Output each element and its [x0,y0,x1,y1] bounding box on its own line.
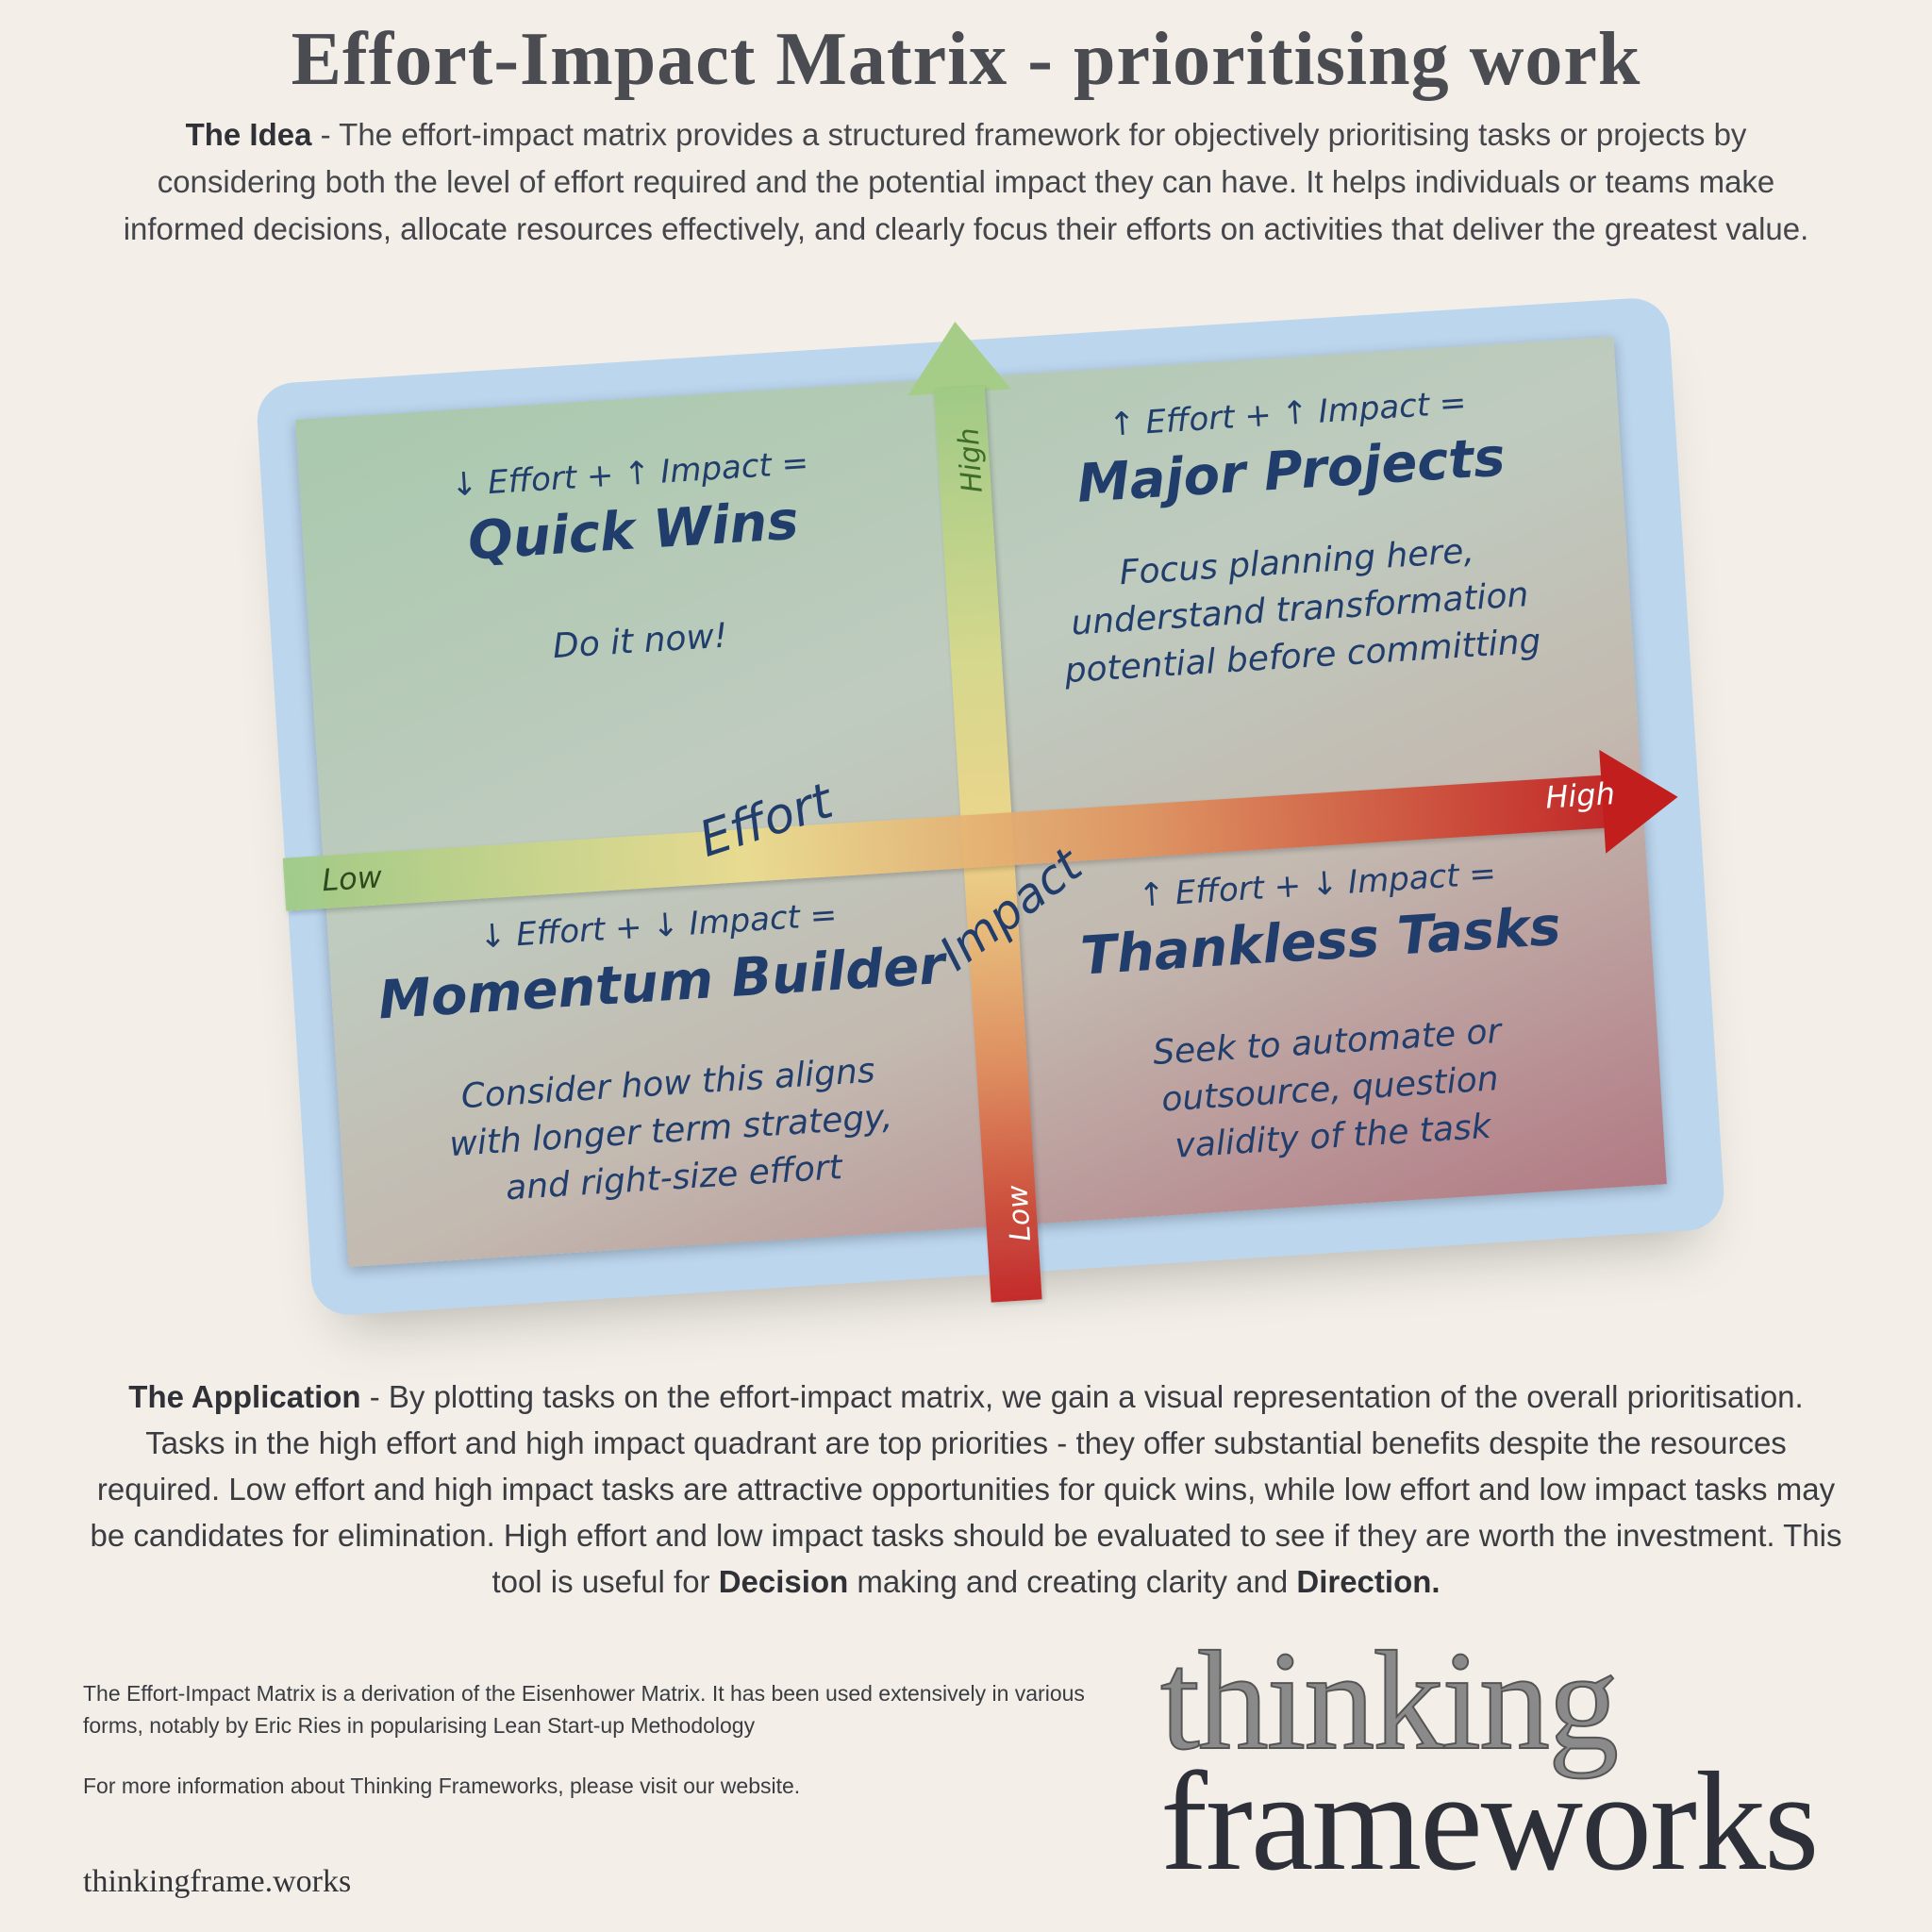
arrow-up-icon [903,318,1011,396]
application-text: - By plotting tasks on the effort-impact… [90,1379,1842,1599]
effort-low-label: Low [321,858,383,899]
application-paragraph: The Application - By plotting tasks on t… [85,1374,1847,1605]
impact-low-label: Low [1001,1184,1038,1242]
derivation-note: The Effort-Impact Matrix is a derivation… [83,1681,1085,1738]
quadrant-quick-wins: ↓ Effort + ↑ Impact = Quick Wins Do it n… [295,378,981,843]
quadrant-description: Do it now! [551,616,729,667]
application-text-mid: making and creating clarity and [848,1564,1297,1599]
quadrant-description: Seek to automate or outsource, question … [1151,1011,1503,1166]
page-title: Effort-Impact Matrix - prioritising work [291,18,1641,101]
effort-high-label: High [1544,775,1616,816]
logo-line-frameworks: frameworks [1160,1742,1819,1900]
thinking-frameworks-logo: thinking frameworks [1159,1623,1840,1900]
idea-text: - The effort-impact matrix provides a st… [123,117,1809,246]
quadrant-major-projects: ↑ Effort + ↑ Impact = Major Projects Foc… [955,337,1641,802]
impact-high-label: High [952,426,990,494]
website-link[interactable]: thinkingframe.works [83,1864,352,1899]
more-info-text: For more information about Thinking Fram… [83,1774,801,1798]
idea-label: The Idea [185,117,312,152]
decision-keyword: Decision [718,1564,849,1599]
quadrant-description: Consider how this aligns with longer ter… [448,1051,894,1208]
logo-line-thinking: thinking [1159,1623,1620,1779]
application-label: The Application [128,1379,361,1414]
idea-paragraph: The Idea - The effort-impact matrix prov… [113,111,1819,253]
quadrant-description: Focus planning here, understand transfor… [1063,531,1542,691]
direction-keyword: Direction. [1296,1564,1441,1599]
